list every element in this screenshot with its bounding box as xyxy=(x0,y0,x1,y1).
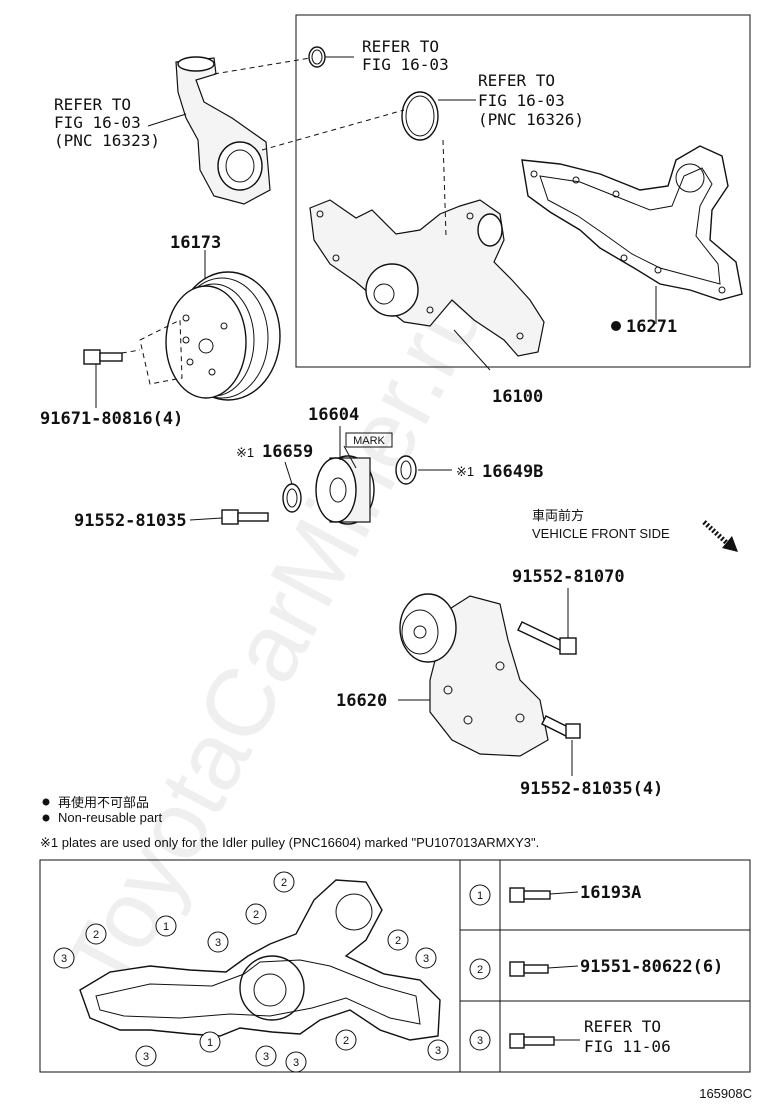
water-pump-body xyxy=(309,199,545,357)
idler-plate-left xyxy=(282,483,302,513)
svg-text:3: 3 xyxy=(423,953,429,965)
refer-label-c: REFER TO FIG 16-03 (PNC 16323) xyxy=(54,95,160,150)
svg-text:FIG 16-03: FIG 16-03 xyxy=(362,55,449,74)
svg-text:REFER TO: REFER TO xyxy=(54,95,131,114)
svg-text:3: 3 xyxy=(61,953,67,965)
bolt-location-frame xyxy=(39,859,751,1073)
refer-label-a: REFER TO FIG 16-03 xyxy=(362,37,449,74)
part-number-16620: 16620 xyxy=(336,691,387,711)
svg-text:2: 2 xyxy=(281,877,287,889)
gasket xyxy=(521,145,743,301)
idler-bolt xyxy=(221,509,269,525)
figure-code: 165908C xyxy=(699,1086,752,1101)
vehicle-front-jp: 車両前方 xyxy=(532,508,584,523)
svg-text:FIG 16-03: FIG 16-03 xyxy=(54,113,141,132)
idler-plate-right xyxy=(395,455,417,485)
water-pump-pulley xyxy=(165,271,281,401)
svg-text:2: 2 xyxy=(395,935,401,947)
part-number-91671: 91671-80816(4) xyxy=(40,409,183,429)
part-number-16271: 16271 xyxy=(626,317,677,337)
svg-text:3: 3 xyxy=(435,1045,441,1057)
svg-text:(PNC 16323): (PNC 16323) xyxy=(54,131,160,150)
idler-pulley xyxy=(315,455,375,525)
svg-text:2: 2 xyxy=(253,909,259,921)
svg-text:FIG 16-03: FIG 16-03 xyxy=(478,91,565,110)
svg-text:MARK: MARK xyxy=(353,435,385,447)
part-number-91552-81035: 91552-81035 xyxy=(74,511,187,531)
part-number-91552-81070: 91552-81070 xyxy=(512,567,625,587)
svg-text:2: 2 xyxy=(93,929,99,941)
svg-text:3: 3 xyxy=(263,1051,269,1063)
legend-en: Non-reusable part xyxy=(58,810,162,825)
bolt-table-row-2: 2 91551-80622(6) xyxy=(469,957,723,980)
legend-jp: 再使用不可部品 xyxy=(58,795,149,810)
legend-note: ※1 plates are used only for the Idler pu… xyxy=(40,835,539,850)
svg-text:1: 1 xyxy=(163,921,169,933)
svg-text:2: 2 xyxy=(343,1035,349,1047)
assembly-frame xyxy=(295,14,751,368)
legend-bullet-icon-2 xyxy=(42,814,50,822)
part-number-16100: 16100 xyxy=(492,387,543,407)
legend-bullet-icon xyxy=(42,798,50,806)
part-number-91552-81035-4: 91552-81035(4) xyxy=(520,779,663,799)
svg-text:2: 2 xyxy=(477,964,483,976)
callout-circles: 3 2 1 3 2 2 2 3 3 1 3 3 2 3 xyxy=(53,871,449,1073)
svg-text:3: 3 xyxy=(215,937,221,949)
bolt-location-outline xyxy=(79,879,441,1041)
mark-tag: MARK xyxy=(345,432,393,448)
tensioner-bolt-long xyxy=(517,621,577,655)
svg-text:91551-80622(6): 91551-80622(6) xyxy=(580,957,723,977)
water-inlet-pipe xyxy=(175,56,271,205)
refer-label-b: REFER TO FIG 16-03 (PNC 16326) xyxy=(478,71,584,129)
svg-text:(PNC 16326): (PNC 16326) xyxy=(478,110,584,129)
svg-text:FIG 11-06: FIG 11-06 xyxy=(584,1037,671,1056)
diagonal-arrow-icon xyxy=(702,520,738,552)
svg-text:16193A: 16193A xyxy=(580,883,641,903)
note-mark-16649b: ※1 xyxy=(456,464,474,479)
svg-text:1: 1 xyxy=(477,890,483,902)
bolt-table-row-1: 1 16193A xyxy=(469,883,641,906)
note-mark-16659: ※1 xyxy=(236,445,254,460)
vehicle-front-en: VEHICLE FRONT SIDE xyxy=(532,526,670,541)
tensioner-bolt-short xyxy=(541,715,581,739)
o-ring-large xyxy=(401,91,439,141)
svg-text:1: 1 xyxy=(207,1037,213,1049)
svg-text:3: 3 xyxy=(293,1057,299,1069)
bolt-table-row-3: 3 REFER TO FIG 11-06 xyxy=(469,1017,671,1056)
svg-text:REFER TO: REFER TO xyxy=(584,1017,661,1036)
belt-tensioner xyxy=(399,593,549,757)
svg-text:3: 3 xyxy=(477,1035,483,1047)
part-number-16604: 16604 xyxy=(308,405,359,425)
svg-text:3: 3 xyxy=(143,1051,149,1063)
part-number-16649b: 16649B xyxy=(482,462,543,482)
part-number-16173: 16173 xyxy=(170,233,221,253)
svg-text:REFER TO: REFER TO xyxy=(362,37,439,56)
pulley-bolt xyxy=(83,349,123,365)
black-dot-icon xyxy=(611,321,621,331)
svg-text:REFER TO: REFER TO xyxy=(478,71,555,90)
part-number-16659: 16659 xyxy=(262,442,313,462)
